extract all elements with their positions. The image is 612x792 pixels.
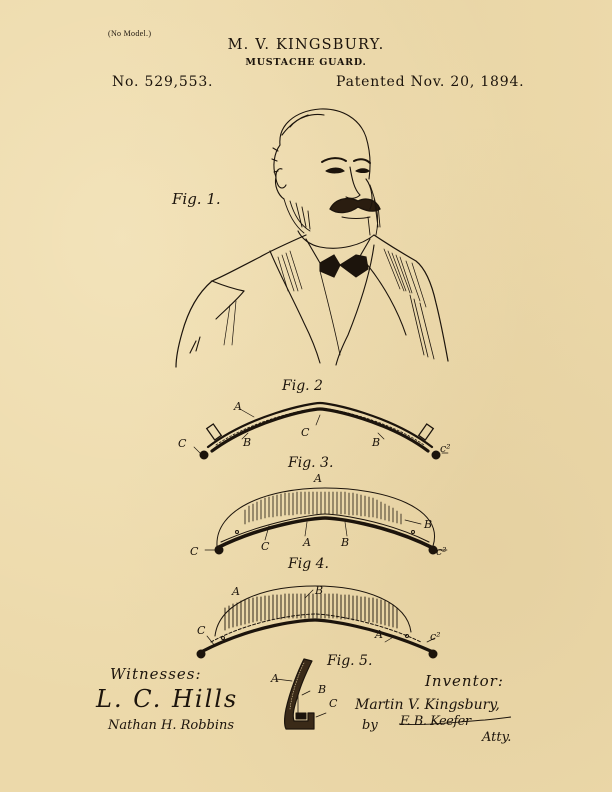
fig3-guard-drawing bbox=[204, 487, 448, 555]
attorney-signature-flourish bbox=[398, 716, 512, 725]
fig3-letter-b-right: B bbox=[424, 518, 433, 531]
fig4-letter-c-left: C bbox=[197, 624, 206, 637]
model-note: (No Model.) bbox=[108, 29, 152, 38]
fig1-label: Fig. 1. bbox=[172, 190, 221, 208]
fig3-letter-c2: c² bbox=[436, 545, 447, 558]
fig5-label: Fig. 5. bbox=[327, 653, 373, 669]
fig4-letter-c2: c² bbox=[430, 630, 441, 643]
witness-signature-2: Nathan H. Robbins bbox=[108, 718, 235, 733]
inventor-heading: Inventor: bbox=[425, 672, 504, 690]
fig3-letter-b-bottom: B bbox=[341, 536, 350, 549]
inventor-by: by bbox=[362, 718, 378, 733]
fig2-letter-b-left: B bbox=[243, 436, 252, 449]
fig4-guard-drawing bbox=[196, 585, 438, 659]
witness-signature-1: L. C. Hills bbox=[96, 685, 239, 713]
fig2-letter-c-left: C bbox=[178, 437, 187, 450]
patent-number: No. 529,553. bbox=[112, 74, 214, 90]
fig3-label: Fig. 3. bbox=[288, 455, 334, 471]
inventor-name-title: M. V. KINGSBURY. bbox=[227, 37, 385, 53]
fig3-comb-teeth bbox=[244, 491, 402, 525]
inventor-signature: Martin V. Kingsbury, bbox=[355, 697, 500, 713]
fig4-letter-a-right: A bbox=[375, 628, 383, 641]
fig3-letter-c: C bbox=[261, 540, 270, 553]
fig4-letter-b-top: B bbox=[315, 584, 324, 597]
patent-date: Patented Nov. 20, 1894. bbox=[336, 74, 525, 90]
fig5-letter-a: A bbox=[271, 672, 279, 685]
fig1-portrait-illustration bbox=[175, 108, 449, 368]
fig3-letter-c-left: C bbox=[190, 545, 199, 558]
fig2-label: Fig. 2 bbox=[282, 378, 323, 394]
fig4-label: Fig 4. bbox=[288, 556, 329, 572]
fig3-letter-a-bottom: A bbox=[303, 536, 311, 549]
fig2-letter-b-right: B bbox=[372, 436, 381, 449]
witnesses-heading: Witnesses: bbox=[110, 665, 202, 683]
fig3-letter-a-top: A bbox=[314, 472, 322, 485]
fig2-letter-c2: c² bbox=[440, 442, 451, 455]
attorney-title: Atty. bbox=[482, 730, 512, 745]
fig5-letter-c: C bbox=[329, 697, 338, 710]
fig4-letter-a-left: A bbox=[232, 585, 240, 598]
fig5-letter-b: B bbox=[318, 683, 327, 696]
fig4-comb-teeth bbox=[224, 593, 398, 631]
fig2-letter-a: A bbox=[234, 400, 242, 413]
invention-title: MUSTACHE GUARD. bbox=[245, 57, 367, 68]
attorney-signature: F. B. Keefer bbox=[400, 714, 471, 729]
fig2-letter-c-center: C bbox=[301, 426, 310, 439]
fig2-guard-drawing bbox=[193, 401, 449, 460]
fig5-cross-section-drawing bbox=[275, 658, 327, 730]
